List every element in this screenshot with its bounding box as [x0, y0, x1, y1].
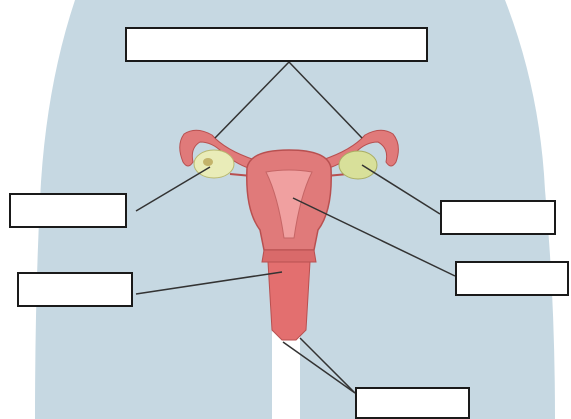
vaginal-opening — [280, 338, 300, 419]
label-box-bottom[interactable] — [355, 387, 470, 419]
label-box-left-lower[interactable] — [17, 272, 133, 307]
label-box-right-lower[interactable] — [455, 261, 569, 296]
right-ovary — [339, 151, 377, 179]
cervix — [262, 250, 316, 262]
label-box-top[interactable] — [125, 27, 428, 62]
label-box-left-upper[interactable] — [9, 193, 127, 228]
label-box-right-upper[interactable] — [440, 200, 556, 235]
left-ovary-follicle — [203, 158, 213, 166]
